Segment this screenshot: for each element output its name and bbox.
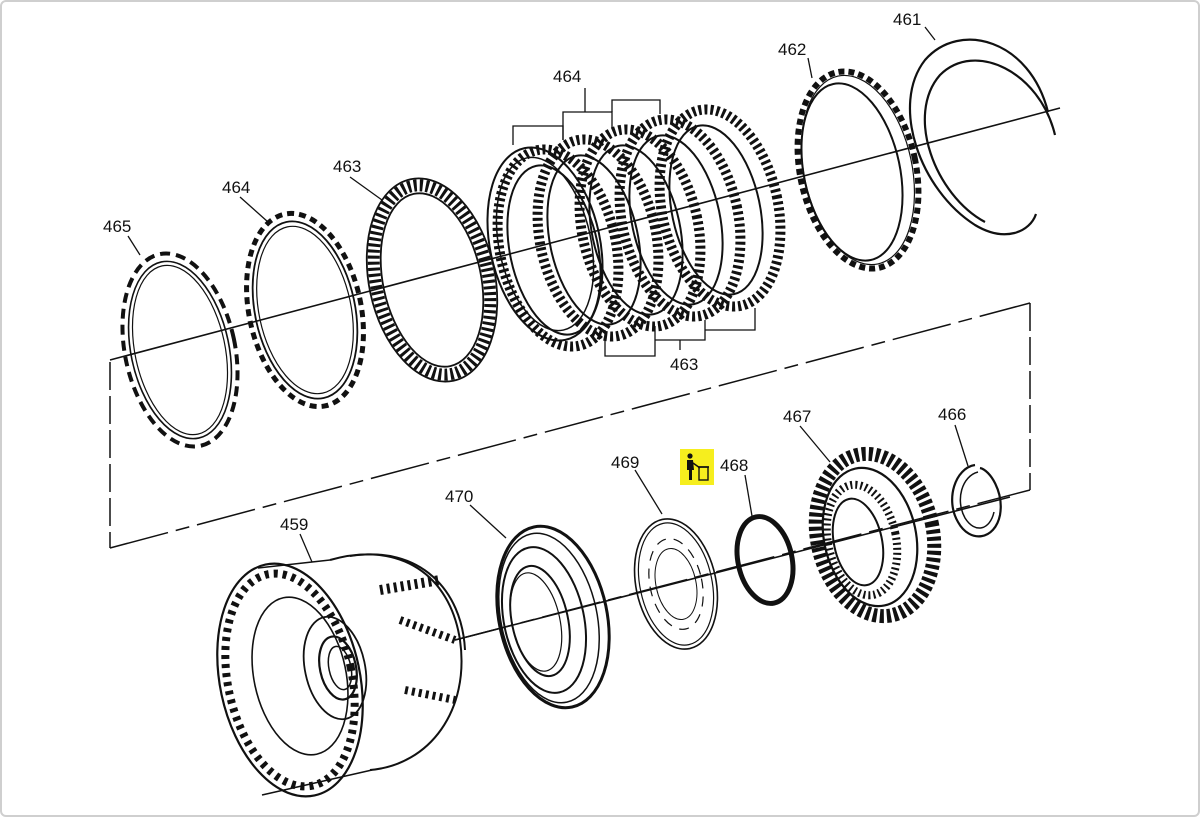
callout-468: 468 [720,456,748,475]
part-459-clutch-housing [216,553,466,798]
callout-467: 467 [783,407,811,426]
part-464-steel-plate [244,210,366,410]
leader-lines [127,26,969,563]
callout-465: 465 [103,217,131,236]
callout-470: 470 [445,487,473,506]
callout-462: 462 [778,40,806,59]
part-466-snap-ring [951,463,1002,538]
part-469-spring-retainer [633,518,719,650]
callout-464-left: 464 [222,178,250,197]
bracket-463-bottom [604,308,756,357]
part-465-pressure-plate [120,251,240,449]
bottom-axis-line [454,496,1011,641]
top-axis-line [109,107,1061,361]
part-467-ring-gear [808,446,942,624]
callout-463-top: 463 [333,157,361,176]
trash-disposal-icon [680,449,714,485]
callout-466: 466 [938,405,966,424]
part-461-snap-ring [909,38,1057,236]
part-464-463-clutch-pack [486,104,786,352]
callout-464-top: 464 [553,67,581,86]
part-468-seal-ring [734,514,796,606]
callout-459: 459 [280,515,308,534]
callout-469: 469 [611,453,639,472]
part-470-piston [495,524,611,710]
callout-463-bottom: 463 [670,355,698,374]
bracket-464-top [512,88,661,145]
part-462-backing-plate [794,68,922,272]
part-463-friction-plate [365,177,499,383]
callout-461: 461 [893,10,921,29]
